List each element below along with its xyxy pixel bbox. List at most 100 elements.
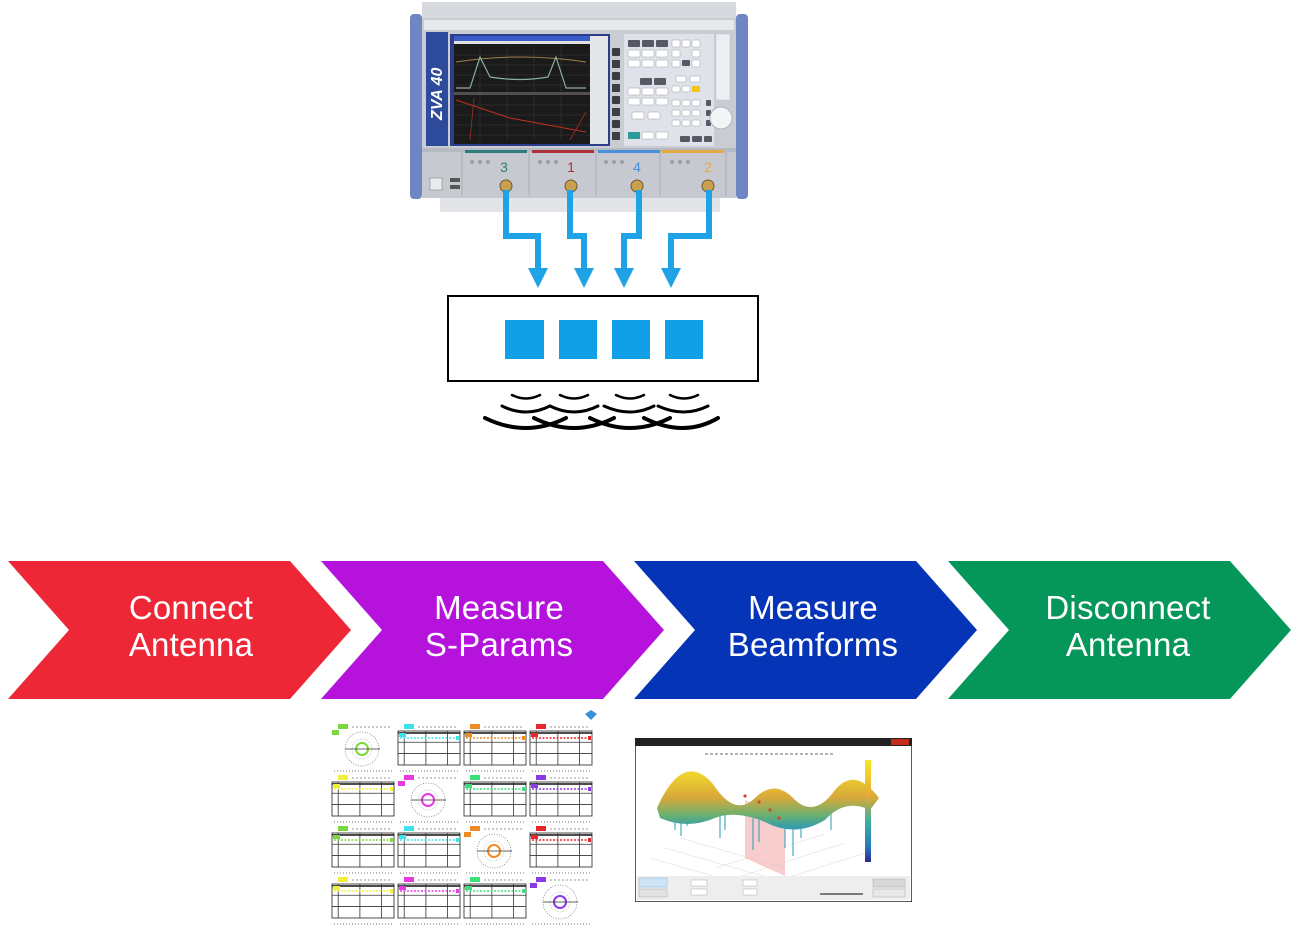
chevron-shape [8, 561, 351, 699]
trace-label-badge [470, 724, 480, 729]
corner-logo-icon [585, 710, 597, 720]
step-label-line1: Measure [748, 589, 878, 626]
arrow-head-icon [614, 268, 634, 288]
port-number-2: 2 [704, 159, 712, 175]
trace-label-badge [404, 775, 414, 780]
port-number-1: 1 [567, 159, 575, 175]
vna-display [454, 36, 608, 144]
surface-markers [743, 794, 781, 820]
trace-label-badge [338, 877, 348, 882]
beamform-surface [657, 771, 879, 830]
beamform-plot-thumbnail [634, 737, 913, 903]
trace-marker-badge [531, 784, 538, 788]
left-handle [410, 14, 422, 199]
port-number-3: 3 [500, 159, 508, 175]
trace-label-badge [470, 877, 480, 882]
rect-plot-frame [529, 730, 593, 766]
trace-label-badge [404, 724, 414, 729]
step-label: Connect Antenna [8, 589, 354, 663]
trace-marker-badge [464, 832, 471, 837]
step-measure-beamforms: Measure Beamforms [634, 561, 980, 699]
trace-end-marker [390, 889, 393, 893]
cable-port-4 [621, 190, 642, 270]
chevron-shape [634, 561, 977, 699]
rect-plot-frame [331, 832, 395, 868]
trace-end-marker [522, 787, 525, 791]
trace-label-badge [338, 724, 348, 729]
step-measure-s-params: Measure S-Params [321, 561, 667, 699]
trace-end-marker [522, 889, 525, 893]
rf-cables [503, 190, 712, 270]
arrow-head-icon [661, 268, 681, 288]
rect-plot-frame [331, 781, 395, 817]
step-label-line1: Disconnect [1045, 589, 1211, 626]
preset-key [692, 86, 700, 92]
rect-plot-frame [397, 883, 461, 919]
trace-marker-badge [399, 835, 406, 839]
trace-end-marker [390, 787, 393, 791]
rect-plot-frame [397, 832, 461, 868]
s-params-thumbnail [328, 708, 603, 926]
rect-plot-frame [529, 832, 593, 868]
trace-marker-badge [465, 733, 472, 737]
trace-label-badge [536, 724, 546, 729]
control-button [638, 877, 668, 888]
power-button [429, 177, 443, 191]
trace-label-badge [404, 826, 414, 831]
trace-label-badge [470, 775, 480, 780]
antenna-element-4 [665, 320, 703, 359]
antenna-element-1 [505, 320, 544, 359]
trace-end-marker [588, 838, 591, 842]
step-label-line2: Beamforms [727, 626, 899, 663]
right-handle [736, 14, 748, 199]
trace-upper [456, 55, 586, 89]
control-button [638, 888, 668, 898]
step-label-line2: Antenna [128, 626, 254, 663]
trace-end-marker [456, 889, 459, 893]
trace-lower [455, 99, 587, 133]
step-label: Measure S-Params [321, 589, 667, 663]
rotary-knob [709, 106, 733, 130]
rect-plot-frame [463, 781, 527, 817]
trace-marker-badge [398, 781, 405, 786]
step-label-line2: S-Params [424, 626, 574, 663]
step-label: Disconnect Antenna [948, 589, 1294, 663]
softkeys [612, 48, 620, 140]
trace-upper-ref [455, 56, 587, 63]
port-panel [422, 148, 736, 198]
trace-end-marker [522, 736, 525, 740]
radiation-waves-icon [483, 393, 720, 430]
step-disconnect-antenna: Disconnect Antenna [948, 561, 1294, 699]
trace-end-marker [456, 838, 459, 842]
chevron-shape [321, 561, 664, 699]
window-titlebar [635, 738, 912, 746]
control-button [872, 888, 906, 898]
trace-marker-badge [333, 835, 340, 839]
trace-marker-badge [531, 733, 538, 737]
cable-port-3 [503, 190, 541, 270]
control-button [872, 878, 906, 888]
trace-end-marker [390, 838, 393, 842]
trace-label-badge [338, 826, 348, 831]
rect-plot-frame [463, 883, 527, 919]
close-icon [891, 739, 909, 745]
antenna-connection-diagram [440, 180, 770, 440]
chevron-shape [948, 561, 1291, 699]
trace-label-badge [536, 877, 546, 882]
control-panel [637, 876, 910, 900]
trace-marker-badge [531, 835, 538, 839]
trace-marker-badge [333, 784, 340, 788]
trace-label-badge [536, 775, 546, 780]
trace-marker-badge [465, 886, 472, 890]
trace-label-badge [536, 826, 546, 831]
antenna-element-2 [559, 320, 597, 359]
trace-marker-badge [465, 784, 472, 788]
trace-end-marker [456, 736, 459, 740]
step-label-line2: Antenna [1065, 626, 1191, 663]
step-label-line1: Connect [128, 589, 254, 626]
trace-marker-badge [332, 730, 339, 735]
arrow-head-icon [574, 268, 594, 288]
trace-label-badge [404, 877, 414, 882]
rect-plot-frame [397, 730, 461, 766]
rect-plot-frame [529, 781, 593, 817]
